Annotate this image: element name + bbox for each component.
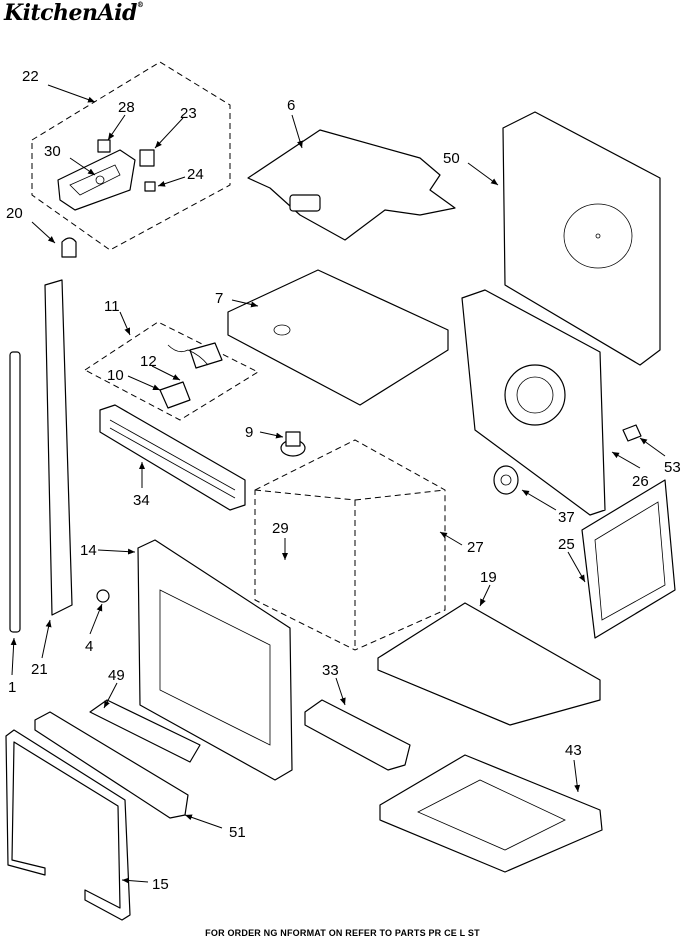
part-33-angle (304, 699, 411, 771)
part-26-convection-frame (461, 289, 606, 516)
callout-19: 19 (480, 569, 497, 586)
callout-43: 43 (565, 742, 582, 759)
brand-name: KitchenAid (4, 0, 137, 26)
part-4-screw (96, 589, 110, 603)
part-21-side-trim (44, 279, 73, 616)
leader-lines (10, 84, 666, 884)
callout-49: 49 (108, 667, 125, 684)
callout-33: 33 (322, 662, 339, 679)
part-6-top-shield (247, 129, 456, 241)
callout-28: 28 (118, 99, 135, 116)
callout-15: 15 (152, 876, 169, 893)
callout-labels: 22 28 23 30 24 20 6 50 7 11 12 10 9 34 2… (6, 68, 681, 893)
part-49-strip (89, 699, 201, 763)
callout-37: 37 (558, 509, 575, 526)
part-9-sensor (280, 431, 306, 457)
callout-24: 24 (187, 166, 204, 183)
callout-6: 6 (287, 97, 295, 114)
callout-11: 11 (104, 298, 120, 315)
callout-21: 21 (31, 661, 48, 678)
callout-23: 23 (180, 105, 197, 122)
callout-25: 25 (558, 536, 575, 553)
callout-29: 29 (272, 520, 289, 537)
callout-26: 26 (632, 473, 649, 490)
callout-20: 20 (6, 205, 23, 222)
callout-51: 51 (229, 824, 246, 841)
callout-30: 30 (44, 143, 61, 160)
callout-4: 4 (85, 638, 93, 655)
part-53-clip (622, 424, 642, 442)
callout-10: 10 (107, 367, 124, 384)
callout-27: 27 (467, 539, 484, 556)
part-1-trim-strip (9, 351, 21, 633)
callout-12: 12 (140, 353, 157, 370)
callout-34: 34 (133, 492, 150, 509)
callout-14: 14 (80, 542, 97, 559)
callout-50: 50 (443, 150, 460, 167)
part-14-front-frame (137, 539, 293, 781)
part-34-vent-grille (99, 404, 246, 511)
part-43-lower-panel (379, 754, 603, 873)
part-11-switch-group (84, 321, 260, 421)
callout-22: 22 (22, 68, 39, 85)
kitchenaid-logo: KitchenAid® (4, 0, 144, 26)
part-50-rear-panel (502, 111, 661, 366)
callout-53: 53 (664, 459, 681, 476)
part-27-oven-cavity (254, 439, 446, 651)
callout-9: 9 (245, 424, 253, 441)
callout-1: 1 (8, 679, 16, 696)
part-15-gasket (5, 729, 131, 921)
part-20-clip (61, 237, 77, 258)
footer-note: FOR ORDER NG NFORMAT ON REFER TO PARTS P… (205, 928, 480, 938)
part-25-frame (581, 479, 676, 639)
part-19-bottom-tray (377, 602, 601, 726)
part-7-top-panel (227, 269, 449, 406)
part-37-bracket (493, 465, 519, 495)
callout-7: 7 (215, 290, 223, 307)
part-22-control-assembly (31, 61, 231, 251)
